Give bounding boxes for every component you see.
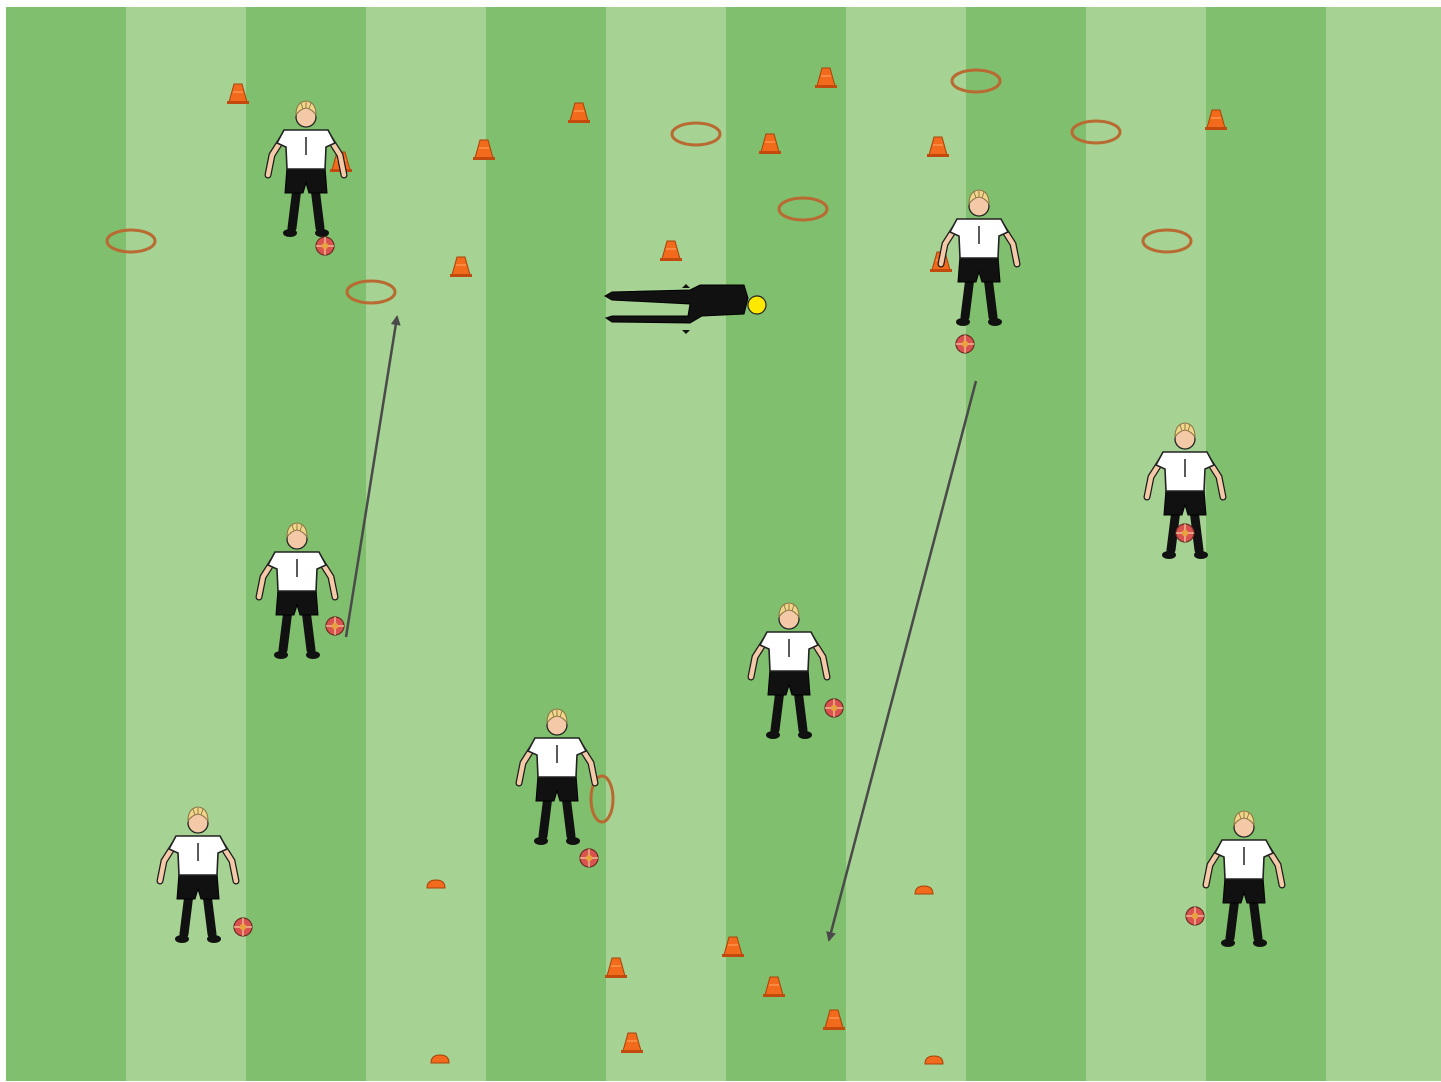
- ball-icon: [580, 849, 598, 867]
- pitch-stripes: [6, 7, 1441, 1081]
- flat-marker-icon: [431, 1055, 449, 1063]
- ball-icon: [234, 918, 252, 936]
- flat-marker-icon: [915, 886, 933, 894]
- ball-icon: [316, 237, 334, 255]
- ball-icon: [1186, 907, 1204, 925]
- flat-marker-icon: [925, 1056, 943, 1064]
- ball-icon: [956, 335, 974, 353]
- ball-icon: [1176, 524, 1194, 542]
- ball-icon: [326, 617, 344, 635]
- flat-marker-icon: [427, 880, 445, 888]
- ball-icon: [825, 699, 843, 717]
